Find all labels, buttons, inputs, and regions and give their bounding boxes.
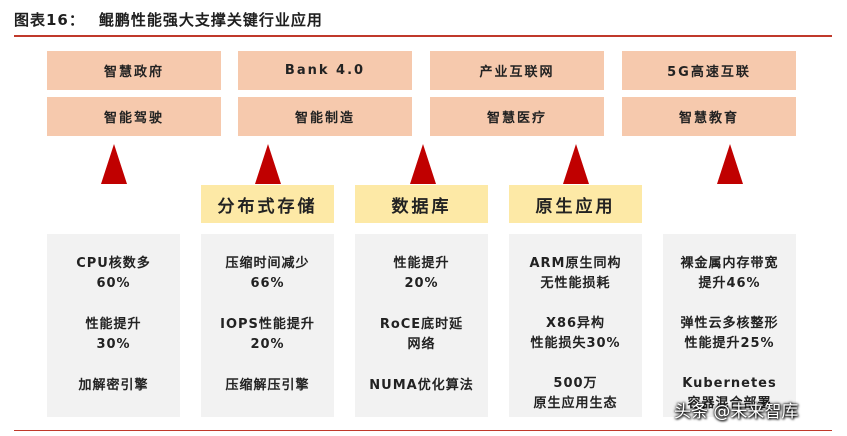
metric-line: 20% xyxy=(250,337,285,352)
app-box-smart-healthcare: 智慧医疗 xyxy=(430,97,604,136)
metric-line: 原生应用生态 xyxy=(533,396,618,411)
bottom-rule xyxy=(14,430,832,431)
arrow-up-icon xyxy=(255,144,281,184)
app-box-smart-manufacturing: 智能制造 xyxy=(238,97,412,136)
metric-line: 30% xyxy=(96,337,131,352)
metric-line: 性能提升 xyxy=(393,256,450,271)
metric-line: 压缩解压引擎 xyxy=(225,378,310,393)
metric-line: NUMA优化算法 xyxy=(369,378,474,393)
arrow-up-icon xyxy=(410,144,436,184)
metric-line: 500万 xyxy=(553,376,598,391)
metric-line: 66% xyxy=(250,276,285,291)
metric-line: X86异构 xyxy=(545,316,606,331)
top-rule xyxy=(14,35,832,37)
metric-line: Kubernetes xyxy=(682,376,777,391)
category-database: 数据库 xyxy=(355,185,488,223)
metric-line: 弹性云多核整形 xyxy=(680,316,779,331)
app-box-industrial-internet: 产业互联网 xyxy=(430,51,604,90)
metric-box-storage: 压缩时间减少 66% IOPS性能提升 20% 压缩解压引擎 xyxy=(201,234,334,417)
category-native-apps: 原生应用 xyxy=(509,185,642,223)
metric-line: 无性能损耗 xyxy=(540,276,611,291)
metric-line: IOPS性能提升 xyxy=(220,317,315,332)
metric-box-cpu: CPU核数多 60% 性能提升 30% 加解密引擎 xyxy=(47,234,180,417)
metric-box-cloud: 裸金属内存带宽 提升46% 弹性云多核整形 性能提升25% Kubernetes… xyxy=(663,234,796,417)
app-box-smart-government: 智慧政府 xyxy=(47,51,221,90)
metric-line: 提升46% xyxy=(698,276,761,291)
metric-line: 加解密引擎 xyxy=(78,378,149,393)
metric-line: 60% xyxy=(96,276,131,291)
metric-line: 网络 xyxy=(407,337,436,352)
app-box-smart-education: 智慧教育 xyxy=(622,97,796,136)
category-distributed-storage: 分布式存储 xyxy=(201,185,334,223)
figure-number: 图表16： xyxy=(14,11,85,29)
metric-line: ARM原生同构 xyxy=(529,256,622,271)
metric-line: 压缩时间减少 xyxy=(225,256,310,271)
metric-line: 性能提升 xyxy=(85,317,142,332)
app-box-5g: 5G高速互联 xyxy=(622,51,796,90)
metric-line: 性能损失30% xyxy=(530,336,621,351)
app-box-smart-driving: 智能驾驶 xyxy=(47,97,221,136)
metric-box-native: ARM原生同构 无性能损耗 X86异构 性能损失30% 500万 原生应用生态 xyxy=(509,234,642,417)
metric-line: 容器混合部署 xyxy=(687,396,772,411)
arrow-up-icon xyxy=(101,144,127,184)
arrow-up-icon xyxy=(717,144,743,184)
metric-line: RoCE底时延 xyxy=(379,317,464,332)
metric-line: 性能提升25% xyxy=(684,336,775,351)
figure-title-text: 鲲鹏性能强大支撑关键行业应用 xyxy=(98,11,323,29)
arrow-up-icon xyxy=(563,144,589,184)
figure-title: 图表16： 鲲鹏性能强大支撑关键行业应用 xyxy=(14,9,323,30)
watermark: 头条 @未来智库 xyxy=(674,402,799,422)
metric-line: 裸金属内存带宽 xyxy=(680,256,779,271)
app-box-bank: Bank 4.0 xyxy=(238,51,412,90)
metric-line: 20% xyxy=(404,276,439,291)
metric-line: CPU核数多 xyxy=(76,256,151,271)
metric-box-database: 性能提升 20% RoCE底时延 网络 NUMA优化算法 xyxy=(355,234,488,417)
